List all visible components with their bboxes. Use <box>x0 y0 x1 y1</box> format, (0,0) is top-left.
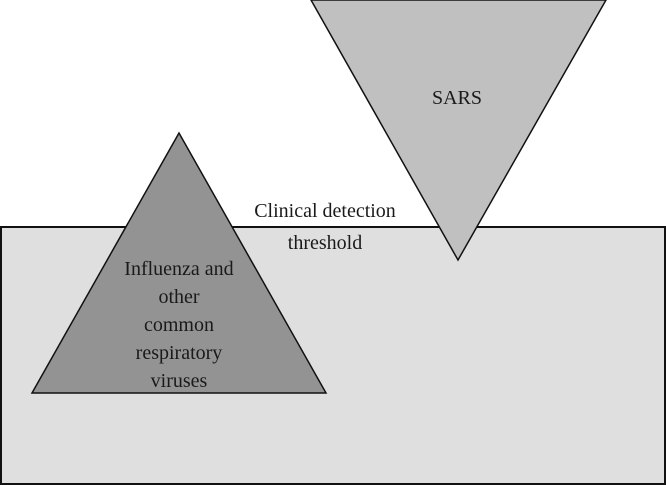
influenza-triangle <box>30 131 328 394</box>
influenza-label-line: Influenza and <box>124 258 233 280</box>
influenza-label-line: other <box>158 286 199 308</box>
threshold-label-line2: threshold <box>288 232 362 254</box>
influenza-label-line: respiratory <box>136 342 223 364</box>
sars-triangle <box>310 0 607 262</box>
sars-label: SARS <box>432 87 482 109</box>
influenza-label-line: common <box>144 314 214 336</box>
influenza-label-line: viruses <box>151 370 208 392</box>
threshold-label-line1: Clinical detection <box>254 200 396 222</box>
